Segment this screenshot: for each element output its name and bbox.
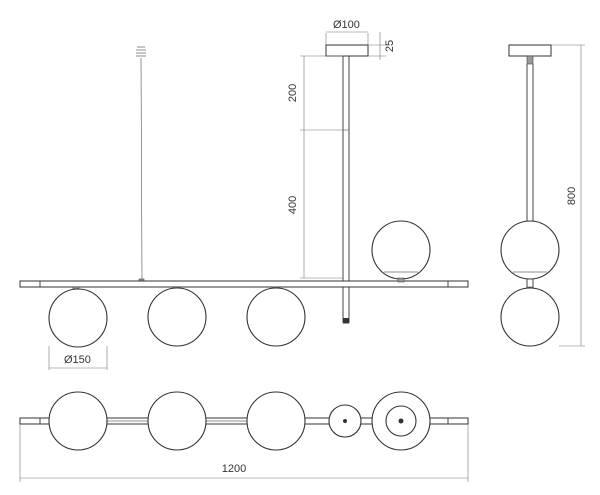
dim-canopy-diameter: Ø100	[325, 19, 369, 45]
side-view	[500, 44, 560, 347]
globe-1	[48, 286, 108, 348]
top-globe-2	[147, 391, 207, 451]
dim-canopy-height: 25	[368, 32, 396, 60]
horizontal-arm	[19, 280, 469, 288]
side-globe-lower	[500, 287, 560, 347]
vertical-stem	[342, 56, 350, 324]
front-view	[19, 44, 469, 348]
ceiling-canopy	[325, 44, 369, 57]
dim-stem: 200 400	[287, 55, 343, 279]
top-globe-4	[371, 391, 431, 451]
label-total-width: 1200	[222, 463, 246, 475]
top-canopy	[328, 404, 362, 438]
dim-total-width: 1200	[19, 424, 469, 482]
label-stem-top: 200	[287, 84, 299, 102]
top-globe-1	[48, 391, 108, 451]
suspension-cable	[136, 46, 146, 283]
dim-total-height: 800	[551, 44, 585, 347]
label-canopy-height: 25	[384, 40, 396, 52]
globe-2	[147, 286, 207, 347]
label-stem-mid: 400	[287, 196, 299, 214]
side-canopy	[508, 44, 552, 57]
top-view	[19, 391, 469, 451]
top-globe-3	[246, 391, 306, 451]
globe-3	[246, 286, 306, 347]
label-total-height: 800	[566, 187, 578, 205]
globe-4-upward	[371, 220, 431, 283]
label-globe-diameter: Ø150	[64, 354, 91, 366]
side-globe-upper	[500, 220, 560, 280]
label-canopy-diameter: Ø100	[333, 19, 360, 31]
dim-globe-diameter: Ø150	[48, 346, 108, 370]
